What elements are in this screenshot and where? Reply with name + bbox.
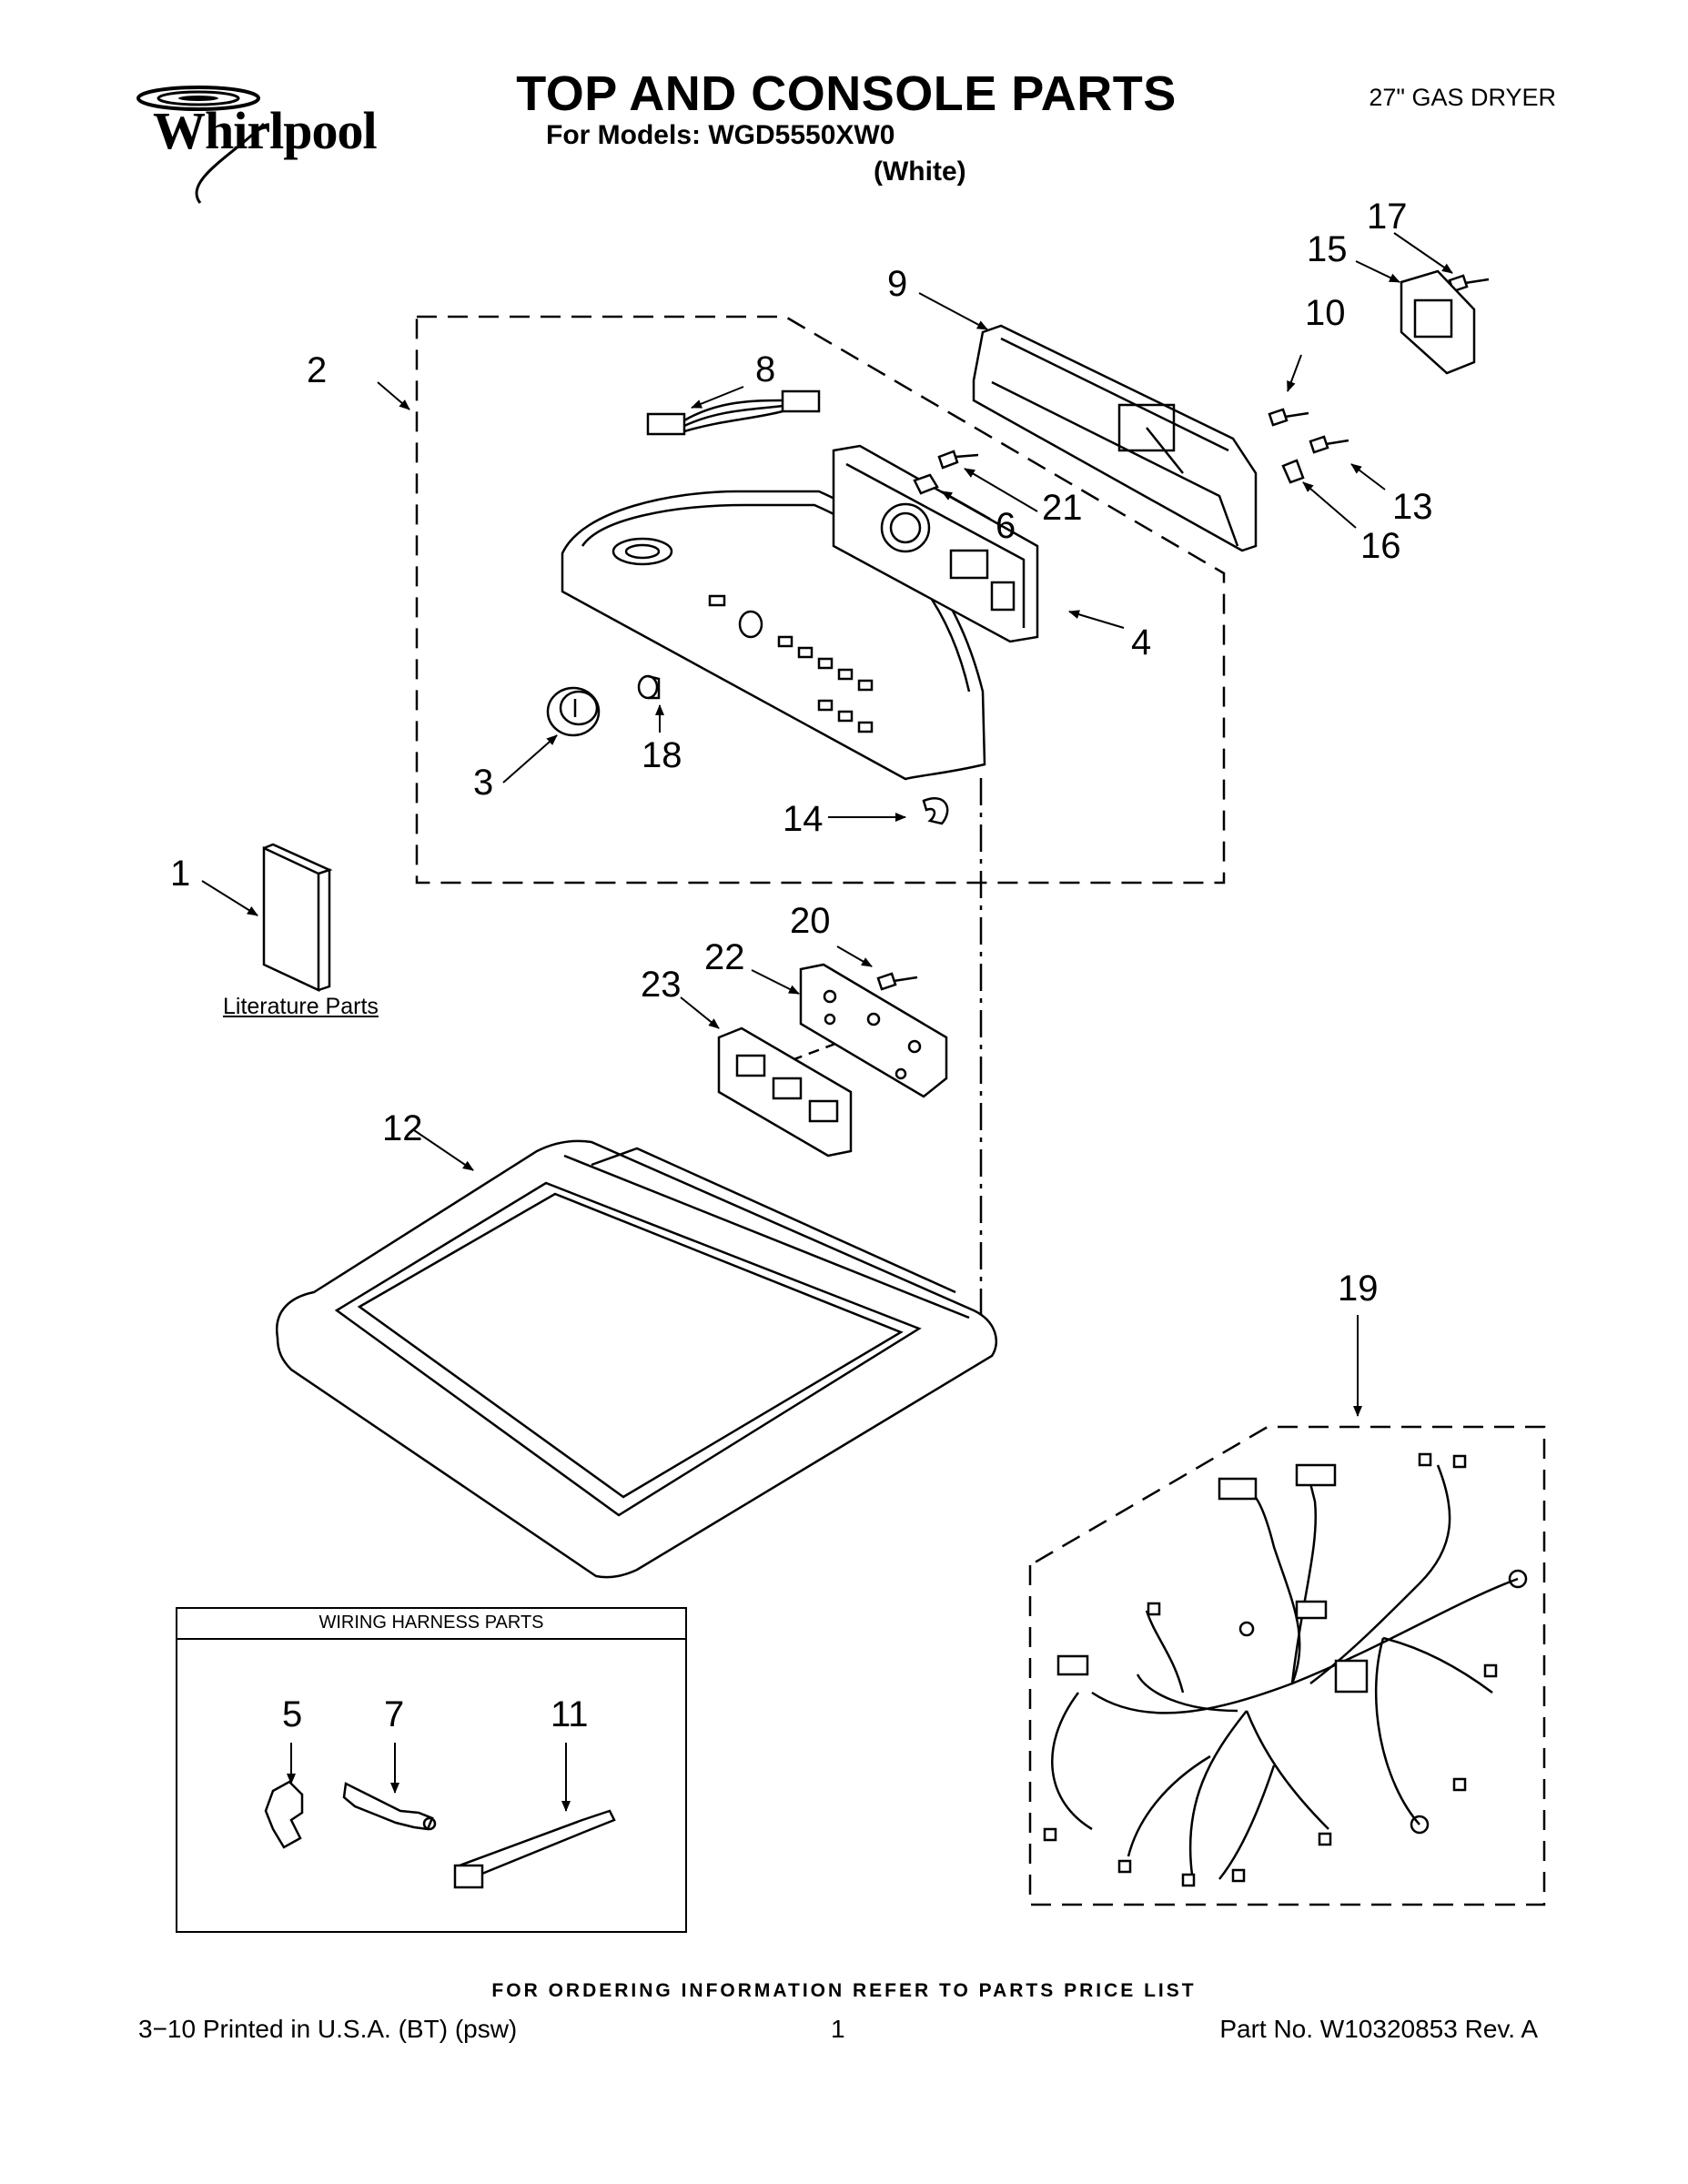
- leader-8: [691, 386, 744, 409]
- brand-logo: Whirlpool: [127, 71, 391, 207]
- callout-6: 6: [996, 506, 1016, 546]
- wiring-harness-parts-title: WIRING HARNESS PARTS: [176, 1607, 687, 1640]
- callout-8: 8: [755, 349, 776, 389]
- callout-21: 21: [1042, 488, 1083, 528]
- leader-16: [1302, 481, 1357, 529]
- leader-20: [836, 945, 873, 967]
- leader-21: [964, 468, 1038, 512]
- literature-parts-label: Literature Parts: [223, 994, 379, 1019]
- callout-3: 3: [473, 763, 494, 803]
- terminal-7: [342, 1782, 437, 1831]
- callout-18: 18: [642, 735, 682, 775]
- top-panel: [275, 1139, 998, 1579]
- callout-17: 17: [1367, 197, 1408, 237]
- model-color: (White): [874, 157, 966, 187]
- callout-4: 4: [1131, 622, 1152, 662]
- leader-15: [1355, 260, 1400, 283]
- part-number: Part No. W10320853 Rev. A: [1219, 2015, 1538, 2043]
- leader-9: [918, 292, 988, 330]
- cable-tie-11: [453, 1809, 616, 1889]
- knob-insert: [637, 674, 661, 700]
- callout-13: 13: [1392, 487, 1433, 527]
- wire-clip-5: [264, 1780, 304, 1849]
- console-back-panel: [972, 324, 1258, 552]
- harness-group-outline: [1028, 1425, 1546, 1906]
- clip-16: [1281, 459, 1305, 484]
- control-module-23: [717, 1026, 853, 1158]
- bracket-15: [1400, 269, 1476, 375]
- callout-10: 10: [1305, 293, 1346, 333]
- callout-11: 11: [551, 1694, 589, 1734]
- ordering-note: FOR ORDERING INFORMATION REFER TO PARTS …: [491, 1980, 1197, 2001]
- brand-name: Whirlpool: [153, 101, 378, 160]
- callout-15: 15: [1307, 229, 1348, 269]
- screw-20: [876, 972, 918, 991]
- callout-16: 16: [1360, 526, 1401, 566]
- logo-swirl-icon: [136, 86, 266, 204]
- callout-22: 22: [704, 937, 745, 977]
- leader-3: [502, 734, 558, 784]
- print-info: 3−10 Printed in U.S.A. (BT) (psw): [138, 2015, 518, 2043]
- callout-14: 14: [783, 799, 824, 839]
- console-group-outline: [415, 315, 1226, 885]
- screw-21: [937, 450, 979, 470]
- callout-9: 9: [887, 264, 908, 304]
- leader-17: [1393, 232, 1453, 274]
- mounting-bracket-22: [799, 963, 948, 1098]
- callout-20: 20: [790, 901, 831, 941]
- leader-12: [413, 1129, 474, 1171]
- leader-23: [680, 996, 720, 1029]
- product-type: 27" GAS DRYER: [1369, 84, 1556, 111]
- small-part-6: [913, 473, 939, 495]
- main-wire-harness: [1043, 1452, 1528, 1887]
- control-board: [832, 444, 1039, 643]
- callout-1: 1: [170, 854, 191, 894]
- page-title: TOP AND CONSOLE PARTS: [516, 66, 1177, 121]
- screw-10: [1268, 408, 1309, 427]
- page-number: 1: [831, 2015, 845, 2043]
- leader-13: [1350, 463, 1386, 490]
- leader-6: [941, 490, 991, 520]
- knob: [546, 686, 601, 737]
- callout-23: 23: [641, 965, 682, 1005]
- model-number: For Models: WGD5550XW0: [546, 120, 895, 150]
- callout-2: 2: [307, 350, 328, 390]
- leader-4: [1068, 610, 1125, 629]
- leader-10: [1287, 354, 1302, 392]
- leader-2: [377, 381, 410, 410]
- callout-5: 5: [282, 1694, 303, 1734]
- screw-13: [1309, 435, 1349, 454]
- clip: [922, 797, 949, 825]
- literature-book: [262, 843, 333, 992]
- callout-19: 19: [1338, 1269, 1379, 1309]
- leader-1: [201, 880, 258, 916]
- leader-22: [751, 969, 800, 995]
- callout-12: 12: [382, 1108, 423, 1148]
- console-wire-harness: [646, 389, 821, 436]
- wiring-harness-parts-box: [176, 1607, 687, 1933]
- callout-7: 7: [384, 1694, 405, 1734]
